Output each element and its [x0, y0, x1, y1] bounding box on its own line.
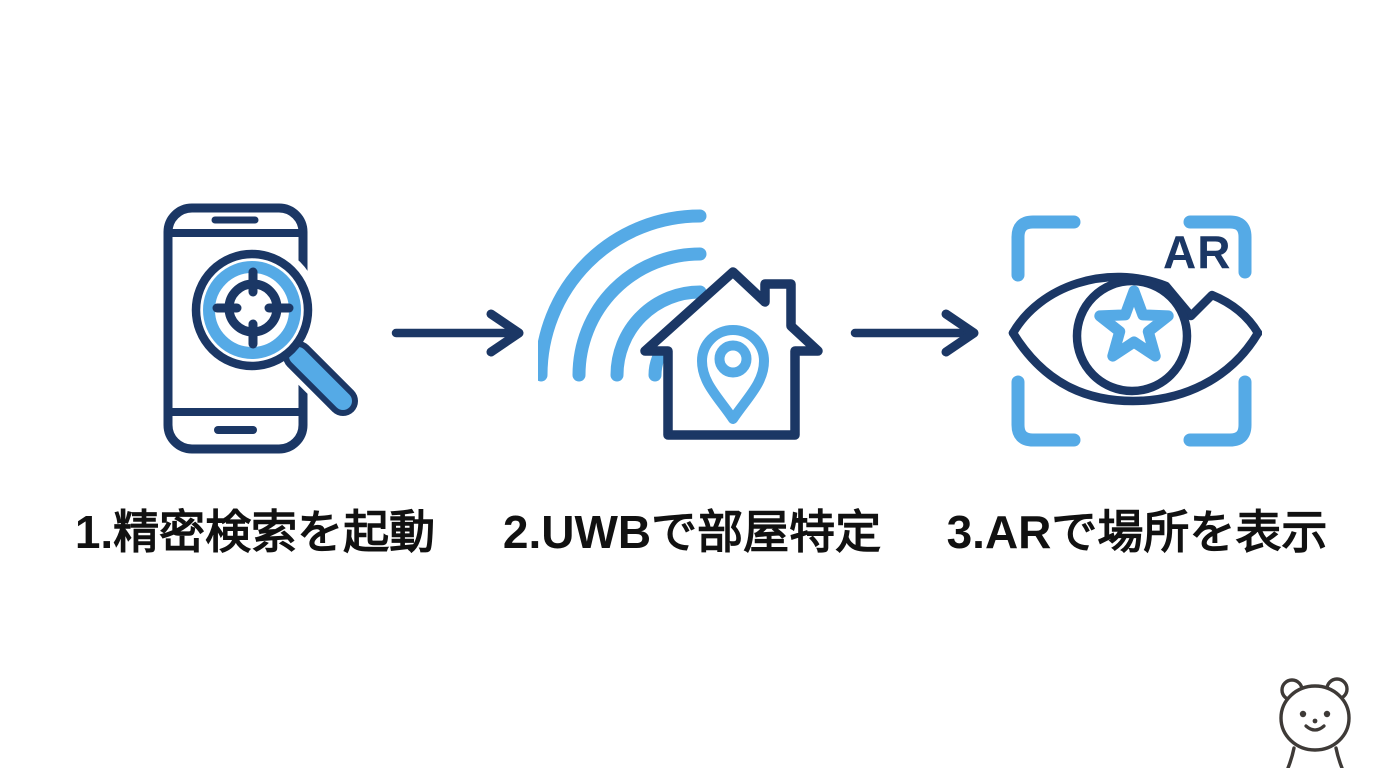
- uwb-signal-house-icon: [538, 209, 823, 440]
- ar-eye-scan-icon: [1008, 215, 1262, 447]
- arrow-right-icon: [391, 309, 524, 357]
- step-1-label: 1.精密検索を起動: [74, 506, 436, 558]
- step-2-label: 2.UWBで部屋特定: [502, 506, 882, 558]
- ar-badge-text: AR: [1163, 226, 1232, 278]
- step-3-label: 3.ARで場所を表示: [946, 506, 1328, 558]
- arrow-right-icon: [850, 309, 979, 357]
- smartphone-precision-search-icon: [163, 203, 369, 454]
- bear-mascot-icon: [1279, 677, 1351, 768]
